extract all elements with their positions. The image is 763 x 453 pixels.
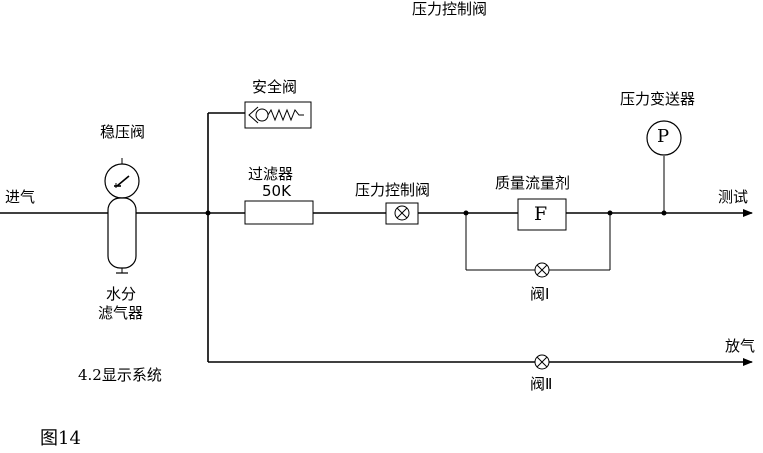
- branch-lines: [207, 112, 753, 366]
- valve-two-symbol: [534, 354, 550, 370]
- regulator-label: 稳压阀: [100, 123, 146, 141]
- junction-dot: [205, 210, 211, 216]
- regulator-gauge-symbol: [104, 158, 140, 199]
- bypass-loop: [465, 213, 611, 271]
- mass-flow-symbol: F: [534, 203, 548, 225]
- mass-flow-box: [517, 198, 567, 231]
- water-separator-symbol: [107, 197, 137, 274]
- junction-dot: [607, 210, 613, 216]
- pressure-control-valve-label: 压力控制阀: [355, 181, 431, 199]
- water-separator-label-line2: 滤气器: [98, 304, 144, 322]
- filter-name-label: 过滤器: [248, 165, 294, 183]
- valve-two-label: 阀Ⅱ: [530, 375, 553, 393]
- section-note: 4.2显示系统: [78, 366, 162, 384]
- filter-box: [244, 200, 314, 225]
- vent-outlet-label: 放气: [725, 337, 756, 355]
- safety-valve-symbol: [244, 101, 312, 129]
- water-separator-label-line1: 水分: [106, 285, 137, 303]
- figure-caption: 图14: [40, 428, 81, 449]
- valve-one-symbol: [534, 262, 550, 278]
- inlet-label: 进气: [5, 188, 36, 206]
- transmitter-symbol: P: [657, 126, 670, 147]
- safety-valve-label: 安全阀: [252, 78, 298, 96]
- page-top-title: 压力控制阀: [412, 0, 488, 18]
- junction-dot: [463, 210, 469, 216]
- pressure-control-valve-symbol: [385, 202, 419, 225]
- pressure-transmitter-symbol: [646, 120, 682, 213]
- mass-flow-label: 质量流量剂: [495, 174, 571, 192]
- valve-one-label: 阀Ⅰ: [530, 285, 550, 303]
- test-outlet-label: 测试: [718, 188, 749, 206]
- pressure-transmitter-label: 压力变送器: [620, 90, 696, 108]
- filter-rating-label: 50K: [262, 182, 291, 200]
